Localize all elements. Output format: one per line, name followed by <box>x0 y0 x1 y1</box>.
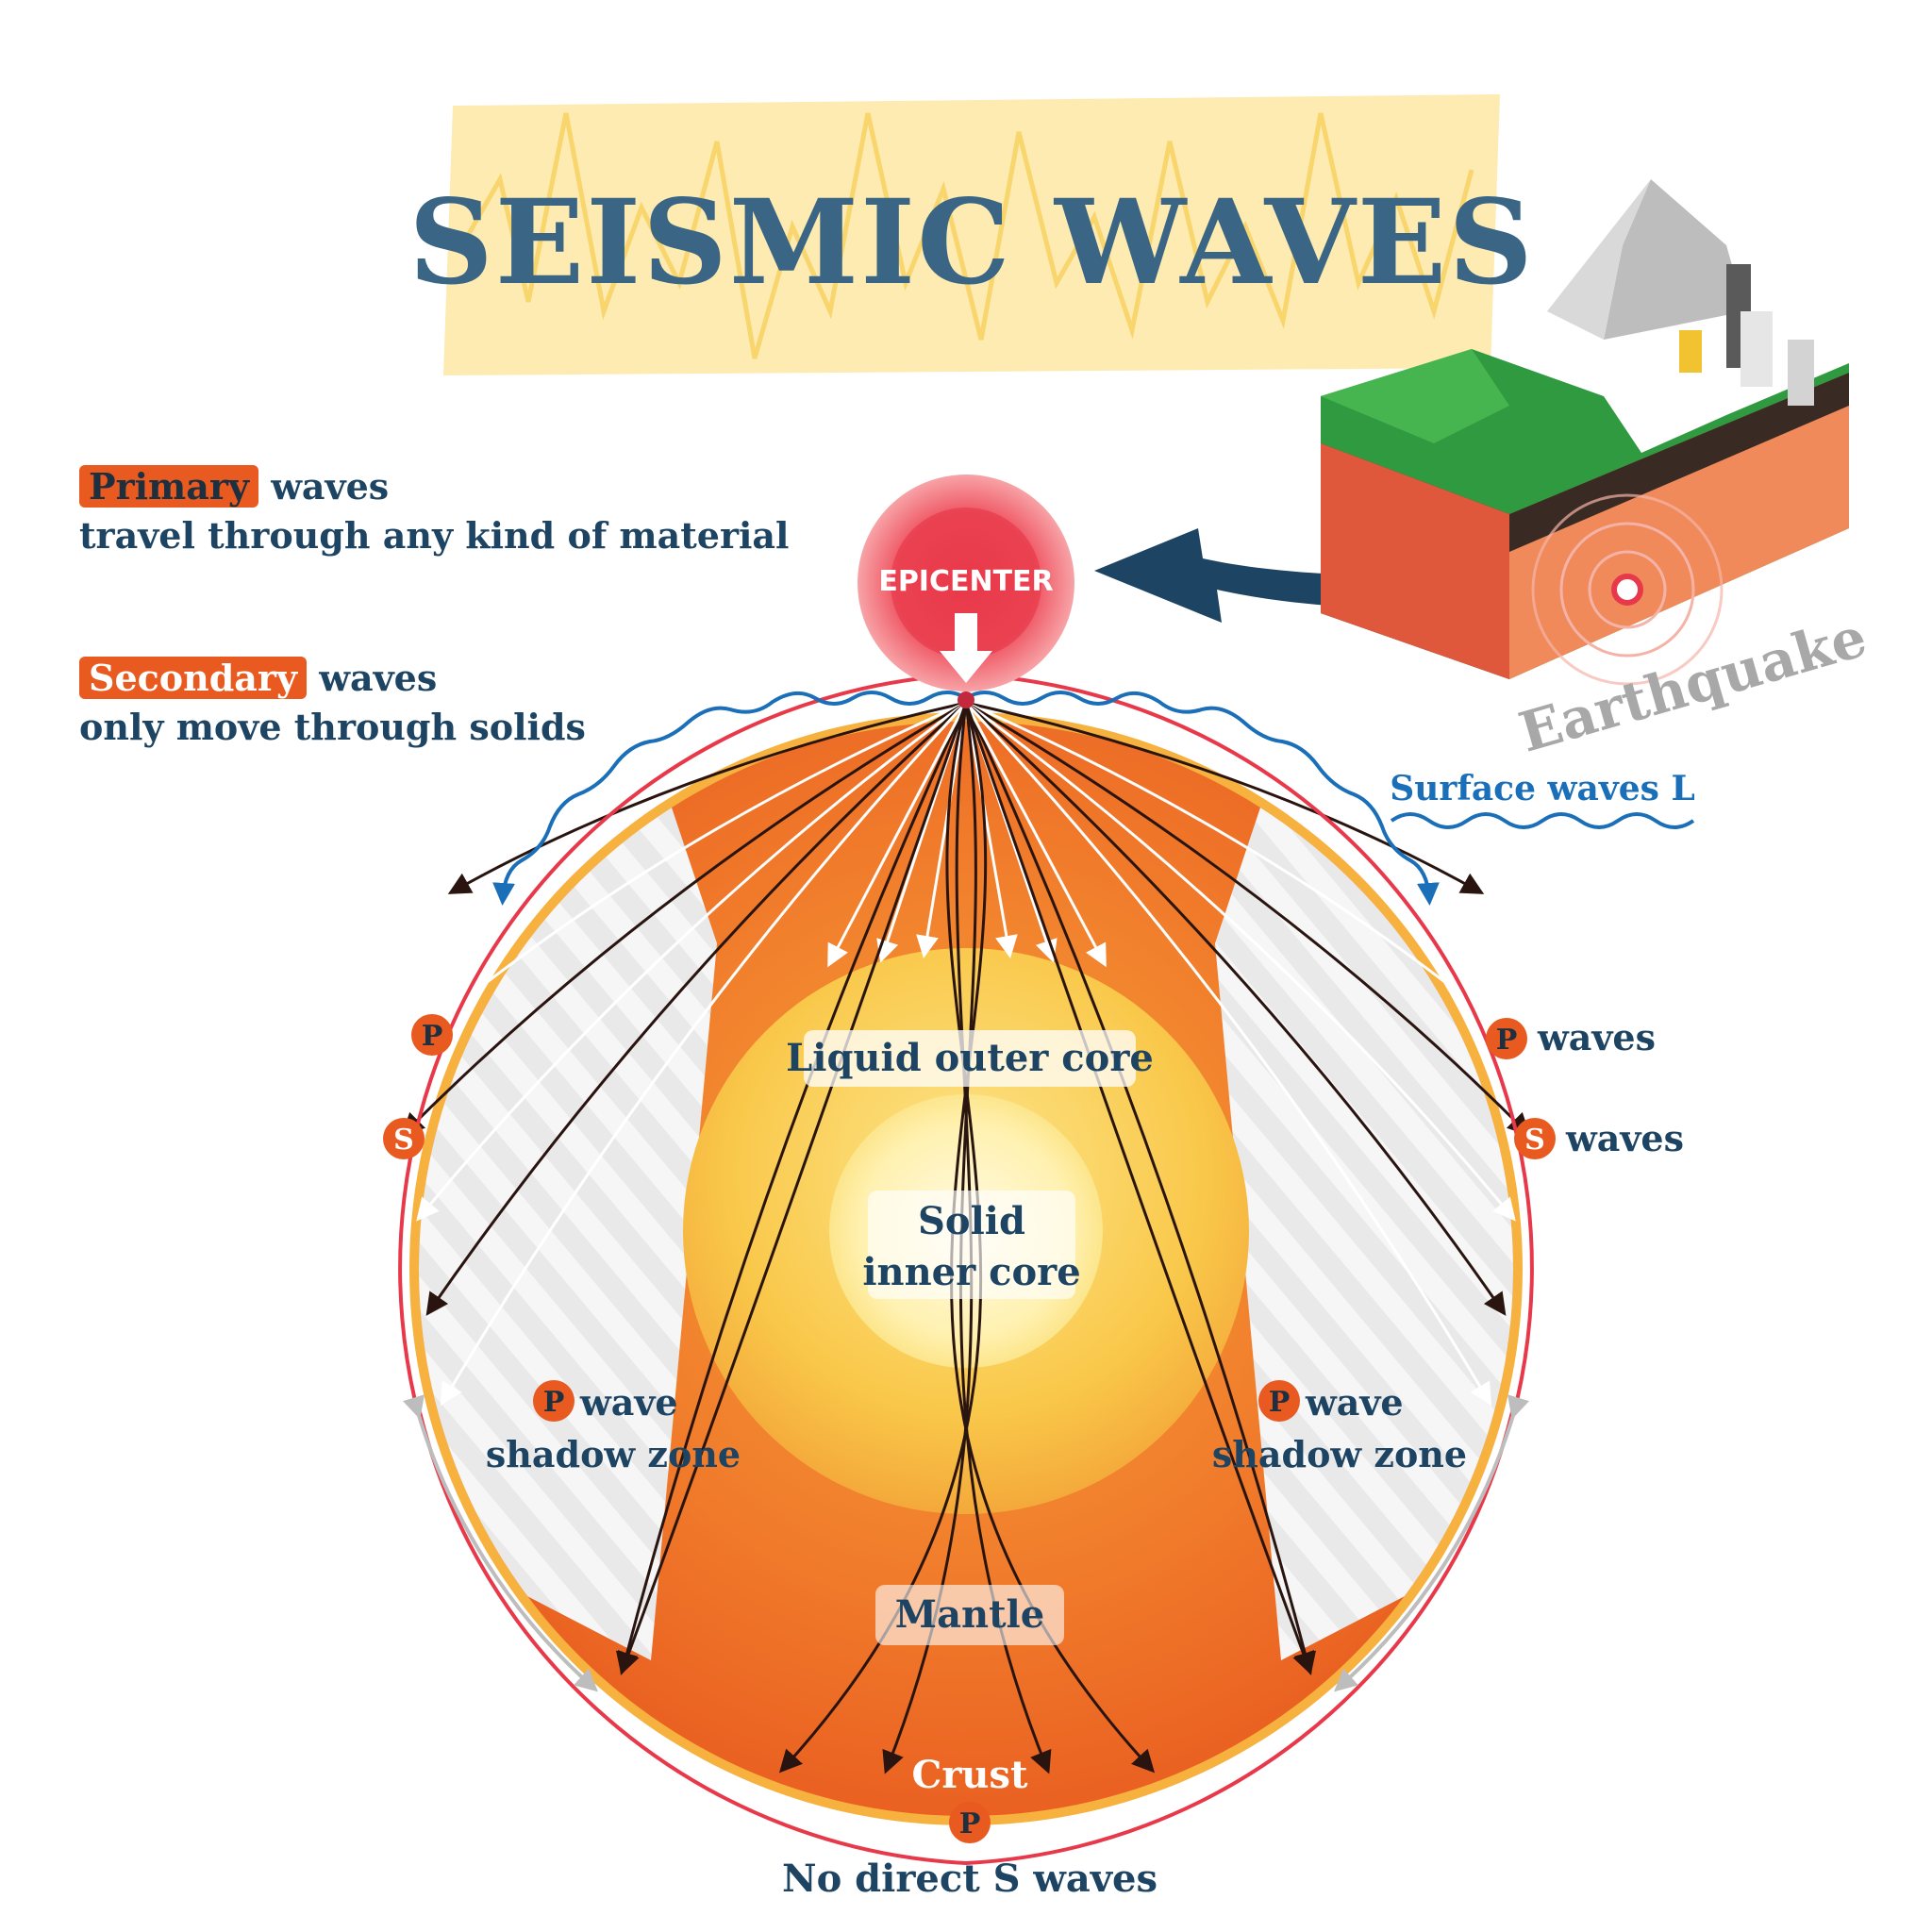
svg-text:P: P <box>1269 1386 1291 1419</box>
wave-ray-refracted <box>964 702 1315 1675</box>
wave-paths <box>401 701 1531 1774</box>
wave-ray-left <box>416 701 967 1222</box>
svg-text:shadow zone: shadow zone <box>486 1433 741 1475</box>
shadow-zone-label-left: P wave shadow zone <box>486 1380 741 1475</box>
wave-ray-right <box>965 701 1409 797</box>
primary-description: travel through any kind of material <box>79 514 790 557</box>
wave-ray-left <box>425 701 967 1032</box>
surface-waves-legend-wiggle <box>1390 812 1695 829</box>
svg-text:S: S <box>1524 1124 1545 1157</box>
wave-ray-right <box>965 701 1531 1137</box>
wave-ray-core <box>827 702 968 968</box>
p-marker-bottom: P <box>949 1802 991 1843</box>
svg-text:P: P <box>1496 1024 1518 1057</box>
primary-tag: Primary <box>79 465 258 508</box>
secondary-waves-word: waves <box>319 657 438 699</box>
s-waves-label-right: waves <box>1565 1117 1684 1159</box>
svg-text:wave: wave <box>579 1381 678 1424</box>
wave-ray-right <box>965 701 1516 1222</box>
no-direct-s-waves-label: No direct S waves <box>782 1857 1158 1901</box>
wave-ray-right <box>964 702 1317 1675</box>
wave-ray-left <box>401 701 967 1137</box>
s-marker-right: S <box>1514 1118 1556 1159</box>
svg-text:P: P <box>959 1807 981 1840</box>
crust-label: Crust <box>912 1753 1029 1797</box>
wave-ray-left <box>447 701 967 894</box>
secondary-description: only move through solids <box>79 706 586 748</box>
wave-ray-left <box>615 702 968 1675</box>
solid-inner-core-line2: inner core <box>862 1250 1080 1294</box>
svg-text:S: S <box>393 1124 414 1157</box>
wave-ray-left <box>440 701 968 1407</box>
epicenter-label: EPICENTER <box>878 565 1053 598</box>
legend-secondary: Secondary waves only move through solids <box>79 654 586 752</box>
p-waves-label-right: waves <box>1537 1016 1656 1058</box>
primary-waves-word: waves <box>271 465 390 508</box>
wave-ray-core <box>964 702 1018 958</box>
svg-text:wave: wave <box>1305 1381 1404 1424</box>
wave-ray-refracted <box>617 702 968 1675</box>
outer-arcs <box>398 673 1534 1866</box>
earthquake-illustration <box>1321 179 1849 686</box>
page-title: SEISMIC WAVES <box>408 175 1535 311</box>
wave-ray-right <box>964 701 1507 1316</box>
title-banner: SEISMIC WAVES <box>408 94 1535 375</box>
wave-ray-right <box>965 701 1507 1032</box>
wave-ray-core <box>916 702 968 958</box>
secondary-tag: Secondary <box>79 657 308 699</box>
s-marker-left: S <box>383 1118 425 1159</box>
p-marker-left: P <box>411 1014 453 1056</box>
solid-inner-core-line1: Solid <box>918 1199 1025 1243</box>
wave-ray-left <box>523 701 967 797</box>
wave-ray-left <box>425 701 968 1316</box>
legend-primary: Primary waves travel through any kind of… <box>79 462 789 560</box>
svg-text:shadow zone: shadow zone <box>1212 1433 1467 1475</box>
epicenter-marker: EPICENTER <box>858 475 1074 708</box>
svg-text:P: P <box>543 1386 565 1419</box>
wave-ray-core <box>964 702 1107 968</box>
wave-ray-right <box>964 701 1492 1407</box>
surface-wave-left <box>492 691 968 906</box>
surface-waves-label: Surface waves L <box>1390 769 1695 808</box>
svg-text:P: P <box>422 1020 443 1053</box>
liquid-outer-core-label: Liquid outer core <box>786 1036 1154 1080</box>
wave-ray-right <box>965 701 1485 894</box>
epicenter-arrow-icon <box>940 613 992 683</box>
p-marker-right: P <box>1486 1018 1527 1059</box>
mantle-label: Mantle <box>895 1592 1044 1637</box>
surface-wave-right <box>964 691 1440 906</box>
shadow-zone-label-right: P wave shadow zone <box>1212 1380 1467 1475</box>
